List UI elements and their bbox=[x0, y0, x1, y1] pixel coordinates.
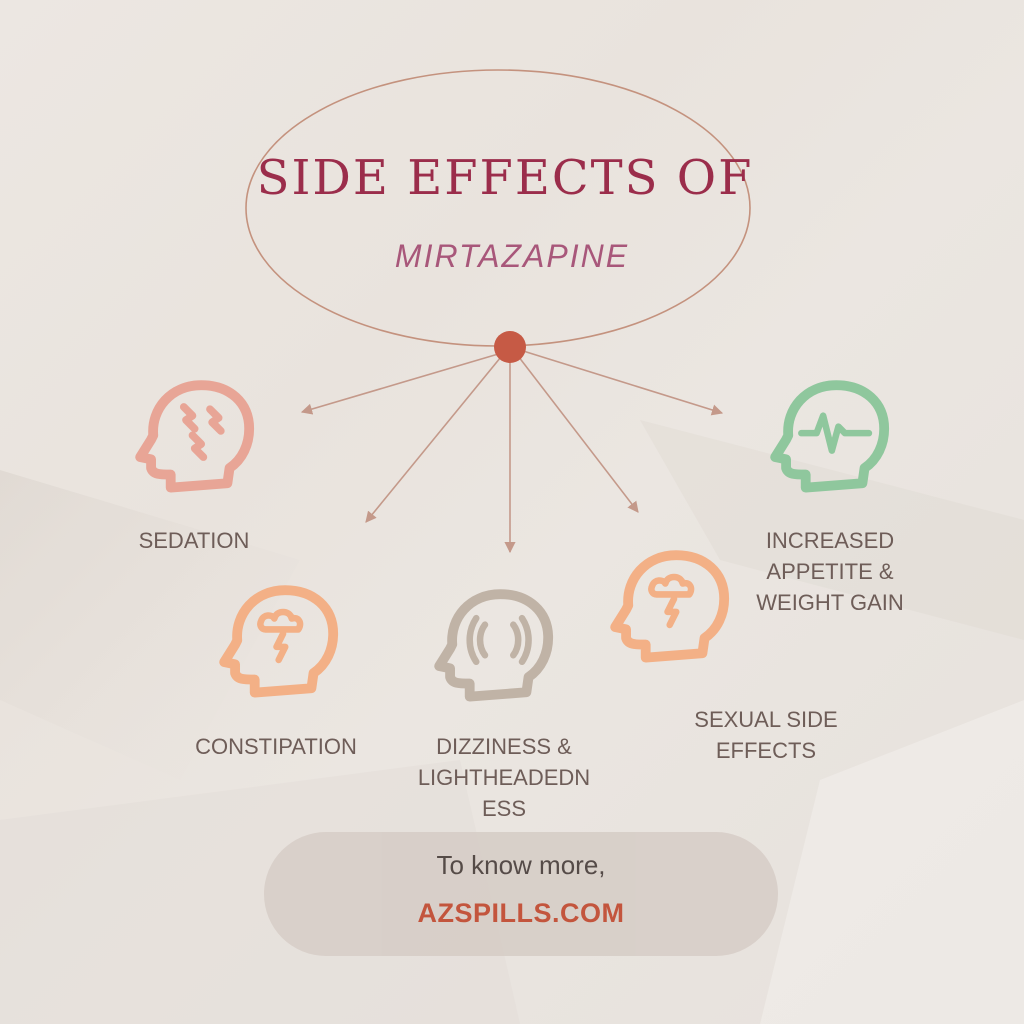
cta-site-link[interactable]: AZSPILLS.COM bbox=[417, 898, 625, 928]
diagram-title: SIDE EFFECTS OF bbox=[256, 150, 754, 206]
label-sedation: SEDATION bbox=[138, 528, 250, 553]
label-sexual-side-effects: SEXUAL SIDE EFFECTS bbox=[694, 707, 838, 763]
label-dizziness: DIZZINESS & LIGHTHEADEDN ESS bbox=[417, 734, 591, 821]
hub-dot bbox=[494, 331, 526, 363]
head-storm-icon bbox=[224, 590, 333, 692]
cta-text: To know more, bbox=[436, 850, 606, 880]
arrow-to-appetite bbox=[519, 349, 724, 416]
label-constipation: CONSTIPATION bbox=[195, 734, 357, 759]
label-increased-appetite: INCREASED APPETITE & WEIGHT GAIN bbox=[756, 528, 904, 615]
head-storm-icon bbox=[615, 555, 724, 657]
head-pulse-icon bbox=[775, 385, 884, 487]
head-sedation-icon bbox=[140, 385, 249, 487]
diagram-subtitle: MIRTAZAPINE bbox=[394, 238, 630, 274]
head-waves-icon bbox=[439, 594, 548, 696]
cta-box: To know more, AZSPILLS.COM bbox=[264, 832, 778, 956]
arrow-to-sedation bbox=[300, 351, 506, 415]
arrow-to-constipation bbox=[365, 351, 506, 523]
arrow-to-sexual bbox=[514, 351, 639, 513]
